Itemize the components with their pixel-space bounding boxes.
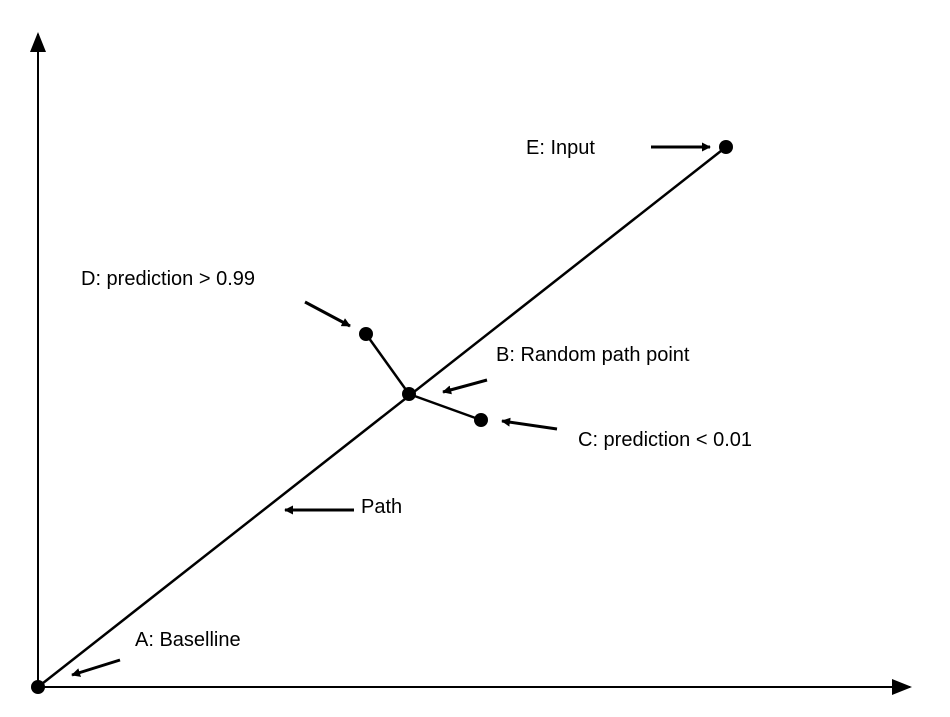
point-b [402,387,416,401]
label-e: E: Input [526,137,595,159]
arrow-to-a [71,658,121,677]
point-e [719,140,733,154]
label-b: B: Random path point [496,344,690,366]
branch-b-to-d [364,333,411,395]
point-c [474,413,488,427]
point-a [31,680,45,694]
arrow-to-c [501,417,558,431]
point-d [359,327,373,341]
label-c: C: prediction < 0.01 [578,429,752,451]
label-path: Path [361,496,402,518]
arrow-to-d [304,300,351,328]
branch-b-to-c [408,392,482,422]
label-d: D: prediction > 0.99 [81,268,255,290]
arrow-to-b [442,378,488,395]
path-line [37,146,727,688]
label-a: A: Baselline [135,629,241,651]
